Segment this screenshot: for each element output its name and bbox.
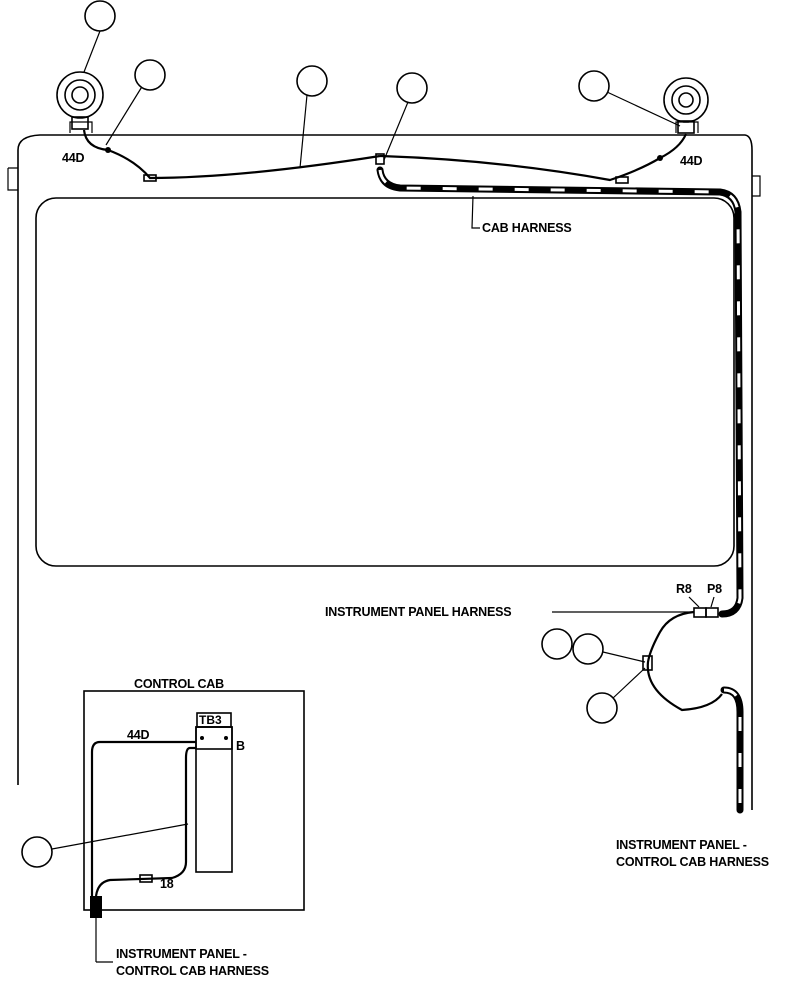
label-control-cab: CONTROL CAB xyxy=(134,677,224,691)
callout-5 xyxy=(578,70,681,127)
p8-leader xyxy=(710,596,715,608)
label-ip-cc-harness-bottom-1: INSTRUMENT PANEL - xyxy=(116,947,247,961)
right-lamp xyxy=(663,77,709,134)
control-cab-inset xyxy=(83,690,305,963)
callout-9 xyxy=(21,823,189,868)
windshield-outline xyxy=(35,197,735,567)
label-inset-44d: 44D xyxy=(127,728,150,742)
label-ip-cc-harness-right-1: INSTRUMENT PANEL - xyxy=(616,838,747,852)
label-18: 18 xyxy=(160,877,174,891)
label-ip-cc-harness-right-2: CONTROL CAB HARNESS xyxy=(616,855,769,869)
r8-leader xyxy=(688,596,700,608)
callout-2 xyxy=(105,59,166,146)
left-lamp xyxy=(56,71,104,130)
label-cab-harness: CAB HARNESS xyxy=(482,221,571,235)
label-ip-cc-harness-bottom-2: CONTROL CAB HARNESS xyxy=(116,964,269,978)
callout-6 xyxy=(541,628,573,660)
label-r8: R8 xyxy=(676,582,692,596)
label-44d-left: 44D xyxy=(62,151,85,165)
callout-8 xyxy=(586,667,646,724)
cab-harness xyxy=(376,166,744,618)
cab-harness-leader xyxy=(471,195,480,229)
label-b: B xyxy=(236,739,245,753)
callout-1 xyxy=(83,0,116,73)
label-tb3: TB3 xyxy=(199,713,222,727)
cab-body-outline xyxy=(7,121,761,810)
callout-3 xyxy=(296,65,328,169)
label-p8: P8 xyxy=(707,582,722,596)
label-instrument-panel-harness: INSTRUMENT PANEL HARNESS xyxy=(325,605,511,619)
callout-4 xyxy=(383,72,428,161)
lower-right-wiring xyxy=(642,607,744,814)
callout-7 xyxy=(572,633,646,665)
label-44d-right: 44D xyxy=(680,154,703,168)
